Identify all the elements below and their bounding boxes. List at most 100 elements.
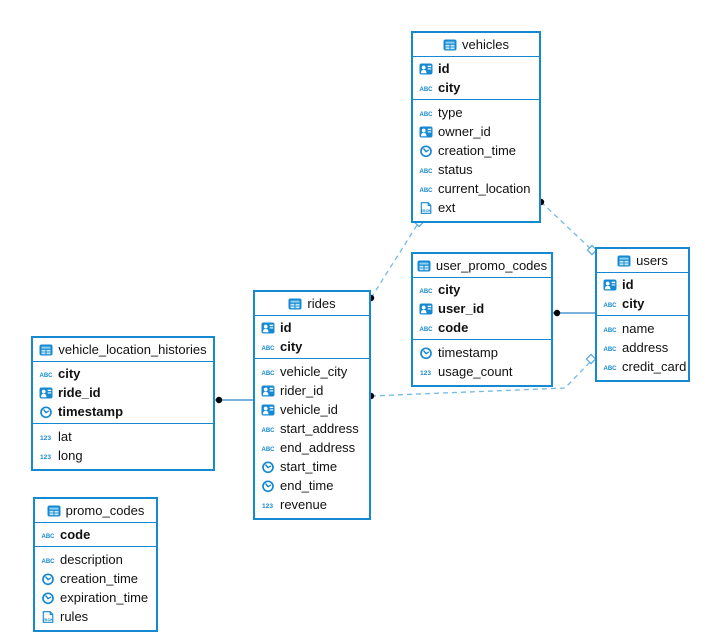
column-name: description bbox=[60, 552, 123, 567]
svg-text:ABC: ABC bbox=[262, 344, 276, 351]
json-type-icon: JSON bbox=[419, 201, 433, 215]
column-name: rider_id bbox=[280, 383, 324, 398]
timestamp-type-icon bbox=[39, 405, 53, 419]
column-name: id bbox=[622, 277, 634, 292]
svg-text:ABC: ABC bbox=[420, 85, 434, 92]
column-name: address bbox=[622, 340, 669, 355]
column-name: city bbox=[622, 296, 645, 311]
svg-text:ABC: ABC bbox=[262, 426, 276, 433]
string-type-icon: ABC bbox=[41, 553, 56, 567]
entity-header: vehicle_location_histories bbox=[33, 338, 213, 362]
column-row-city: ABC city bbox=[597, 294, 688, 313]
column-name: code bbox=[438, 320, 469, 335]
column-row-current_location: ABC current_location bbox=[413, 179, 539, 198]
column-row-type: ABC type bbox=[413, 103, 539, 122]
relation-line-rides-to-users bbox=[370, 360, 592, 397]
column-row-id: id bbox=[255, 318, 369, 337]
table-icon bbox=[39, 343, 53, 357]
string-type-icon: ABC bbox=[419, 321, 434, 335]
column-name: type bbox=[438, 105, 463, 120]
string-type-icon: ABC bbox=[419, 163, 434, 177]
column-row-id: id bbox=[597, 275, 688, 294]
column-row-end_time: end_time bbox=[255, 476, 369, 495]
entity-header: promo_codes bbox=[35, 499, 156, 523]
timestamp-type-icon bbox=[41, 591, 55, 605]
column-row-rider_id: rider_id bbox=[255, 381, 369, 400]
svg-text:123: 123 bbox=[262, 502, 273, 509]
timestamp-type-icon bbox=[419, 346, 433, 360]
column-row-start_time: start_time bbox=[255, 457, 369, 476]
number-type-icon: 123 bbox=[39, 430, 53, 444]
column-row-owner_id: owner_id bbox=[413, 122, 539, 141]
column-name: id bbox=[280, 320, 292, 335]
relation-line-vehicles-to-users bbox=[540, 201, 593, 251]
column-row-rules: JSON rules bbox=[35, 607, 156, 626]
string-type-icon: ABC bbox=[603, 297, 618, 311]
svg-text:JSON: JSON bbox=[43, 617, 54, 622]
svg-text:ABC: ABC bbox=[420, 186, 434, 193]
timestamp-type-icon bbox=[41, 572, 55, 586]
column-name: owner_id bbox=[438, 124, 491, 139]
entity-title: vehicle_location_histories bbox=[58, 342, 207, 357]
id-type-icon bbox=[419, 62, 433, 76]
id-type-icon bbox=[261, 403, 275, 417]
entity-title: user_promo_codes bbox=[435, 258, 548, 273]
entity-title: vehicles bbox=[462, 37, 509, 52]
column-row-creation_time: creation_time bbox=[413, 141, 539, 160]
table-icon bbox=[417, 259, 431, 273]
json-type-icon: JSON bbox=[41, 610, 55, 624]
column-name: user_id bbox=[438, 301, 485, 316]
column-name: creation_time bbox=[438, 143, 517, 158]
column-name: current_location bbox=[438, 181, 531, 196]
column-name: rules bbox=[60, 609, 89, 624]
id-type-icon bbox=[603, 278, 617, 292]
entity-title: promo_codes bbox=[65, 503, 145, 518]
column-name: revenue bbox=[280, 497, 327, 512]
string-type-icon: ABC bbox=[261, 441, 276, 455]
column-row-timestamp: timestamp bbox=[33, 402, 213, 421]
column-name: vehicle_city bbox=[280, 364, 348, 379]
svg-text:ABC: ABC bbox=[262, 369, 276, 376]
entity-header: vehicles bbox=[413, 33, 539, 57]
svg-text:ABC: ABC bbox=[42, 557, 56, 564]
svg-text:ABC: ABC bbox=[604, 345, 618, 352]
column-name: expiration_time bbox=[60, 590, 149, 605]
column-name: name bbox=[622, 321, 655, 336]
column-name: city bbox=[438, 80, 461, 95]
column-name: usage_count bbox=[438, 364, 513, 379]
column-row-vehicle_id: vehicle_id bbox=[255, 400, 369, 419]
string-type-icon: ABC bbox=[603, 360, 618, 374]
column-row-code: ABC code bbox=[413, 318, 551, 337]
svg-text:123: 123 bbox=[420, 369, 431, 376]
svg-text:JSON: JSON bbox=[421, 208, 432, 213]
column-name: ext bbox=[438, 200, 456, 215]
string-type-icon: ABC bbox=[39, 367, 54, 381]
column-name: timestamp bbox=[58, 404, 124, 419]
string-type-icon: ABC bbox=[419, 106, 434, 120]
table-icon bbox=[443, 38, 457, 52]
column-row-address: ABC address bbox=[597, 338, 688, 357]
column-name: long bbox=[58, 448, 83, 463]
table-icon bbox=[47, 504, 61, 518]
id-type-icon bbox=[419, 302, 433, 316]
